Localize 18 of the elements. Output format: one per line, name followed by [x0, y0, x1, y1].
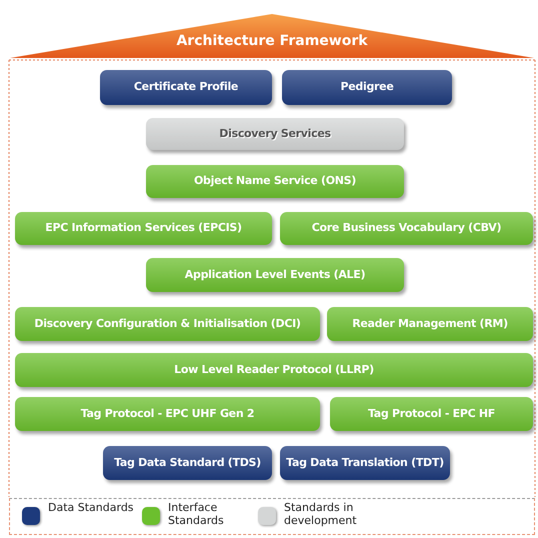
standard-box: Tag Protocol - EPC UHF Gen 2 — [15, 397, 320, 431]
legend-label: Interface Standards — [168, 502, 225, 528]
standard-box: Tag Protocol - EPC HF — [330, 397, 533, 431]
standard-box: Low Level Reader Protocol (LLRP) — [15, 353, 533, 387]
legend-label: Standards in development — [284, 502, 358, 528]
standard-box: Core Business Vocabulary (CBV) — [280, 212, 533, 245]
standard-box: Discovery Services — [146, 118, 404, 150]
standard-box: Certificate Profile — [100, 70, 272, 105]
roof-title: Architecture Framework — [175, 33, 369, 49]
standard-box: Pedigree — [282, 70, 452, 105]
legend-label: Data Standards — [48, 502, 135, 515]
standard-box: Tag Data Translation (TDT) — [280, 446, 450, 480]
standard-box: Object Name Service (ONS) — [146, 165, 404, 198]
standard-box: Discovery Configuration & Initialisation (DCI) — [15, 307, 320, 341]
standard-box: Tag Data Standard (TDS) — [103, 446, 272, 480]
standard-box: Application Level Events (ALE) — [146, 258, 404, 292]
standard-box: EPC Information Services (EPCIS) — [15, 212, 272, 245]
standard-box: Reader Management (RM) — [327, 307, 533, 341]
